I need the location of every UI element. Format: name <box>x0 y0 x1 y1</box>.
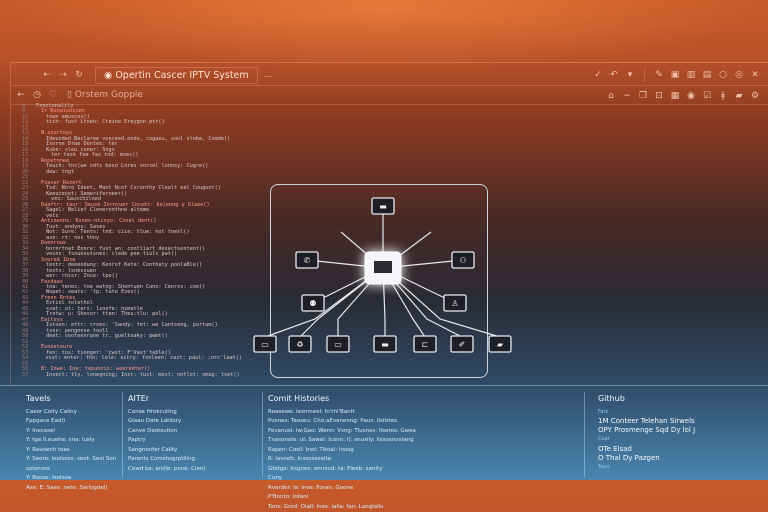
github-label: Fars <box>598 408 695 418</box>
list-item[interactable]: Rvarder: Is: Ines: Foran: Goone <box>268 484 416 494</box>
divider <box>584 392 585 477</box>
list-item[interactable]: Cuny <box>268 474 416 484</box>
github-line[interactable]: OTe Elsad <box>598 445 695 454</box>
panel-title: Tavels <box>26 394 116 404</box>
list-item[interactable]: solonoss <box>26 465 116 475</box>
node-phone-icon[interactable]: ✆ <box>296 252 318 268</box>
list-item[interactable]: Y: Bsose: Isolsoa <box>26 474 116 484</box>
list-item[interactable]: Y: Ravoenh toas <box>26 446 116 456</box>
devices-icon: ▰ <box>497 340 504 349</box>
node-terminal-icon[interactable]: ⊏ <box>414 336 436 352</box>
list-item[interactable]: Giaau Date Latiiory <box>128 417 206 427</box>
list-item[interactable]: Y: Seore: leolsoss: seot: Seoi Son <box>26 455 116 465</box>
panel-title: Comit Histories <box>268 394 416 404</box>
person-icon: ♙ <box>451 299 458 308</box>
node-devices-icon[interactable]: ▰ <box>489 336 511 352</box>
list-item[interactable]: Y: tge Ii.euehe: sna: lusly <box>26 436 116 446</box>
node-mobile-icon[interactable]: ✐ <box>451 336 473 352</box>
users-icon: ⚇ <box>459 256 466 265</box>
media-icon: ▭ <box>334 340 342 349</box>
github-label: Cuar <box>598 435 695 445</box>
list-item[interactable]: P'Bonto: Intanl <box>268 493 416 503</box>
list-item[interactable]: Cowd ba: anilie: pone: Cien) <box>128 465 206 475</box>
mobile-icon: ✐ <box>459 340 466 349</box>
list-item[interactable]: Caeor Coity Caliny <box>26 408 116 418</box>
github-label: Tauo <box>598 463 695 473</box>
list-item[interactable]: Reasewe: Iesnmeel: In'thi'Bantt <box>268 408 416 418</box>
list-item[interactable]: Rapen: Cosil: Inol: Tikoal: Inosg <box>268 446 416 456</box>
divider <box>122 392 123 477</box>
list-item[interactable]: Y: Inecasel <box>26 427 116 437</box>
node-router-icon[interactable]: ▭ <box>254 336 276 352</box>
list-item[interactable]: Conse Hrokcuting <box>128 408 206 418</box>
list-item[interactable]: R: Iavoeh: Inssosseelte <box>268 455 416 465</box>
list-item[interactable]: Parents Comshsgrptiling <box>128 455 206 465</box>
server-icon: ▬ <box>379 202 387 211</box>
github-line[interactable]: 1M Conteer Telehan Sirwels <box>598 417 695 426</box>
panel-title: AITEr <box>128 394 206 404</box>
node-person-icon[interactable]: ♙ <box>444 295 466 311</box>
list-item[interactable]: Pusnes: Taoseu: Cho:aEvanenng: Paus: Ils… <box>268 417 416 427</box>
list-item[interactable]: Tans: Grod: Oiall: Ines: ialla: fan: Lan… <box>268 503 416 512</box>
list-item[interactable]: Paptry <box>128 436 206 446</box>
router-icon: ▭ <box>261 340 269 349</box>
people-icon: ♻ <box>296 340 303 349</box>
node-display-icon[interactable]: ▬ <box>374 336 396 352</box>
terminal-icon: ⊏ <box>422 340 429 349</box>
list-item[interactable]: Fppgace Eadi) <box>26 417 116 427</box>
list-item[interactable]: Ase: E: Sase: nete: Sarlogdel) <box>26 484 116 494</box>
node-server-icon[interactable]: ▬ <box>372 198 394 214</box>
list-item[interactable]: Canve Deotsutlon <box>128 427 206 437</box>
tv-monitor-icon <box>374 261 392 273</box>
node-media-icon[interactable]: ▭ <box>327 336 349 352</box>
phone-icon: ✆ <box>304 256 311 265</box>
list-item[interactable]: Sangnonfer Cality <box>128 446 206 456</box>
node-people-icon[interactable]: ♻ <box>289 336 311 352</box>
list-item[interactable]: Tnasonole: ul: Sawel: Iconn: I(: snuslly… <box>268 436 416 446</box>
panel-title: Github <box>598 394 695 404</box>
node-users-icon[interactable]: ⚇ <box>452 252 474 268</box>
list-item[interactable]: Fevanusl: Iw:Gao: Wenn: Vsng: Tlusnes: I… <box>268 427 416 437</box>
node-group-icon[interactable]: ⚉ <box>302 295 324 311</box>
github-line[interactable]: OPY Prosmenge Sqd Dy lol J <box>598 426 695 435</box>
divider <box>262 392 263 477</box>
display-icon: ▬ <box>381 340 389 349</box>
group-icon: ⚉ <box>309 299 316 308</box>
list-item[interactable]: Gfetge: Irsgnes: omniod: ta: Fleeb: sani… <box>268 465 416 475</box>
github-line[interactable]: O Thal Dy Pazgen <box>598 454 695 463</box>
panel-github: Github Fars 1M Conteer Telehan Sirwels O… <box>598 394 695 472</box>
